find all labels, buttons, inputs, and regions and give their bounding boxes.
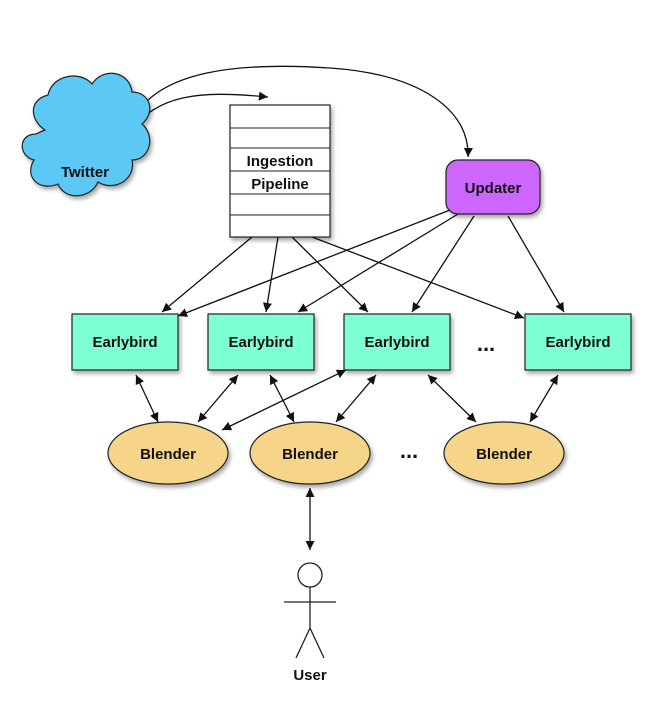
updater: Updater [445,159,541,215]
updater-label: Updater [465,180,522,197]
edge-updater-to-earlybird-4 [507,215,565,313]
edge-pipeline-to-earlybird-2 [262,236,279,313]
blender-label: Blender [282,446,338,463]
earlybird-ellipsis: ... [477,331,495,356]
blender-label: Blender [476,446,532,463]
edge-earlybird-1-blender-1 [135,374,159,423]
edge-updater-to-earlybird-2 [297,213,459,313]
blender-label: Blender [140,446,196,463]
twitter-label: Twitter [61,164,109,181]
blender-ellipsis: ... [400,438,418,463]
edge-twitter-to-updater [133,65,473,158]
earlybird-2: Earlybird [207,313,315,371]
blender-1: Blender [107,421,229,485]
edge-pipeline-to-earlybird-3 [291,236,369,313]
earlybird-label: Earlybird [364,334,429,351]
user-label: User [293,667,327,684]
user-stick-figure: User [284,562,336,684]
earlybird-label: Earlybird [92,334,157,351]
earlybird-box [524,313,632,371]
user-left-leg [295,627,311,659]
earlybird-label: Earlybird [228,334,293,351]
edge-earlybird-2-blender-1 [197,374,239,423]
earlybird-3: Earlybird [343,313,451,371]
user-head [297,562,323,588]
blender-shape [443,421,565,485]
edge-pipeline-to-earlybird-4 [311,236,525,320]
pipeline-label-line2: Pipeline [251,176,309,193]
earlybird-box [71,313,179,371]
edge-updater-to-earlybird-3 [411,215,475,313]
edge-updater-to-earlybird-1 [177,209,451,317]
blender-shape [107,421,229,485]
pipeline-label-line1: Ingestion [247,153,314,170]
blender-3: Blender [443,421,565,485]
edge-earlybird-2-blender-2 [269,374,295,423]
earlybird-box [207,313,315,371]
edges [127,65,565,550]
blender-2: Blender [249,421,371,485]
edge-pipeline-to-earlybird-1 [161,236,253,313]
edge-earlybird-3-blender-3 [427,374,477,423]
earlybird-label: Earlybird [545,334,610,351]
earlybird-1: Earlybird [71,313,179,371]
user-right-leg [309,627,325,659]
updater-box [445,159,541,215]
edge-earlybird-3-blender-1 [221,369,347,431]
twitter-cloud-shape [21,72,151,197]
ingestion-pipeline: Ingestion Pipeline [229,104,331,238]
blender-shape [249,421,371,485]
earlybird-box [343,313,451,371]
earlybird-4: Earlybird [524,313,632,371]
twitter-cloud: Twitter [21,72,151,197]
edge-earlybird-3-blender-2 [335,374,377,423]
edge-earlybird-4-blender-3 [529,374,559,423]
